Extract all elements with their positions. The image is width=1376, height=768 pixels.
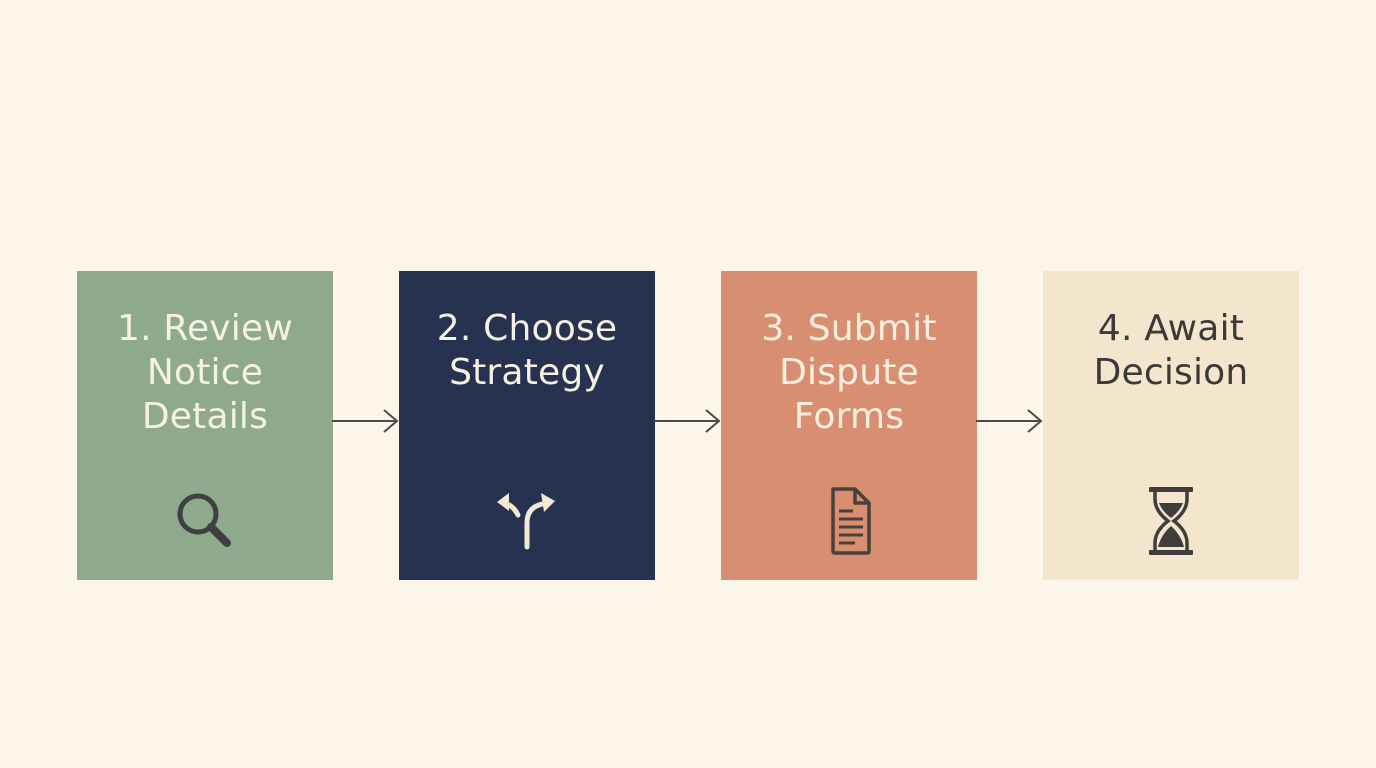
step-1-title-line-3: Details: [141, 396, 269, 437]
step-4-title-line-1: 4. Await: [1097, 308, 1245, 349]
step-3-title: 3. Submit Dispute Forms: [721, 307, 977, 439]
hourglass-icon: [1131, 481, 1211, 561]
step-choose-strategy: 2. Choose Strategy: [399, 271, 655, 580]
fork-arrow-icon: [487, 481, 567, 561]
document-icon: [809, 481, 889, 561]
step-2-title-line-2: Strategy: [449, 352, 605, 393]
step-submit-dispute-forms: 3. Submit Dispute Forms: [721, 271, 977, 580]
step-1-title: 1. Review Notice Details: [77, 307, 333, 439]
step-3-title-line-1: 3. Submit: [761, 308, 937, 349]
step-4-title-line-2: Decision: [1093, 352, 1249, 393]
step-3-title-line-3: Forms: [793, 396, 905, 437]
step-3-title-line-2: Dispute: [779, 352, 919, 393]
connector-arrow-2: [654, 406, 722, 436]
step-await-decision: 4. Await Decision: [1043, 271, 1299, 580]
connector-arrow-1: [332, 406, 400, 436]
step-review-notice-details: 1. Review Notice Details: [77, 271, 333, 580]
connector-arrow-3: [976, 406, 1044, 436]
step-1-title-line-1: 1. Review: [116, 308, 294, 349]
step-1-title-line-2: Notice: [146, 352, 264, 393]
step-2-title-line-1: 2. Choose: [436, 308, 618, 349]
step-2-title: 2. Choose Strategy: [399, 307, 655, 395]
step-4-title: 4. Await Decision: [1043, 307, 1299, 395]
magnifier-icon: [165, 481, 245, 561]
